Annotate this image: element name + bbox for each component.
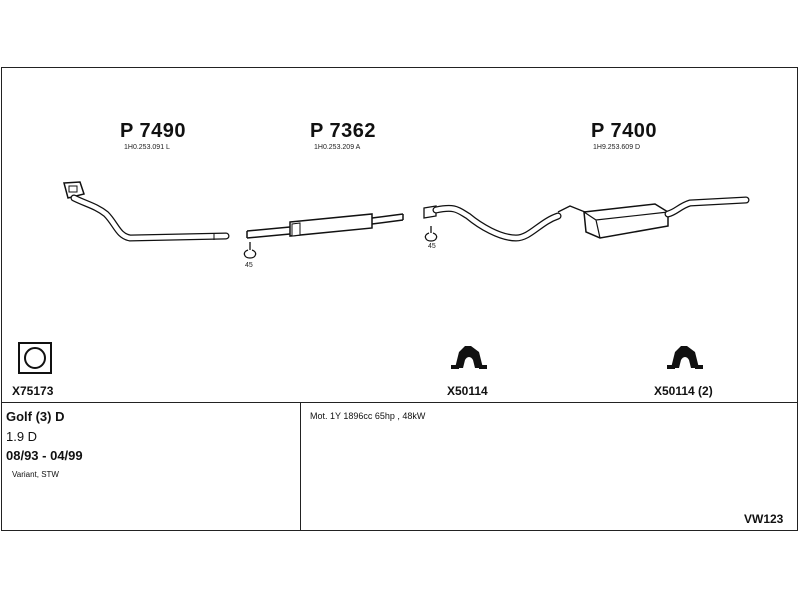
info-divider-horizontal bbox=[1, 402, 798, 403]
vehicle-years: 08/93 - 04/99 bbox=[6, 448, 83, 463]
center-silencer-p7362[interactable] bbox=[246, 213, 404, 239]
clamp-icon bbox=[424, 226, 438, 242]
rear-silencer-p7400[interactable] bbox=[423, 196, 750, 242]
part-number-p7362: P 7362 bbox=[310, 120, 377, 142]
front-pipe-p7490[interactable] bbox=[63, 181, 230, 242]
diagram-code: VW123 bbox=[744, 512, 784, 526]
rubber-hanger-icon[interactable] bbox=[451, 346, 487, 369]
accessory-code-x50114-2: X50114 (2) bbox=[654, 384, 713, 398]
oem-number-p7400: 1H9.253.609 D bbox=[593, 144, 641, 151]
vehicle-engine: 1.9 D bbox=[6, 429, 38, 444]
clamp-icon bbox=[243, 242, 257, 259]
vehicle-variant: Variant, STW bbox=[12, 470, 59, 479]
vehicle-model: Golf (3) D bbox=[6, 409, 65, 424]
info-divider-vertical bbox=[300, 402, 301, 531]
clamp-angle-label: 45 bbox=[245, 262, 253, 269]
part-number-p7490: P 7490 bbox=[120, 120, 187, 142]
diagram-frame bbox=[1, 67, 798, 531]
rubber-hanger-icon[interactable] bbox=[667, 346, 703, 369]
part-number-p7400: P 7400 bbox=[591, 120, 658, 142]
oem-number-p7362: 1H0.253.209 A bbox=[314, 144, 361, 151]
accessory-code-x75173: X75173 bbox=[12, 384, 54, 398]
oem-number-p7490: 1H0.253.091 L bbox=[124, 144, 170, 151]
engine-description: Mot. 1Y 1896cc 65hp , 48kW bbox=[310, 411, 426, 421]
accessory-code-x50114: X50114 bbox=[447, 384, 488, 398]
gasket-icon[interactable] bbox=[18, 342, 52, 374]
clamp-angle-label: 45 bbox=[428, 243, 436, 250]
